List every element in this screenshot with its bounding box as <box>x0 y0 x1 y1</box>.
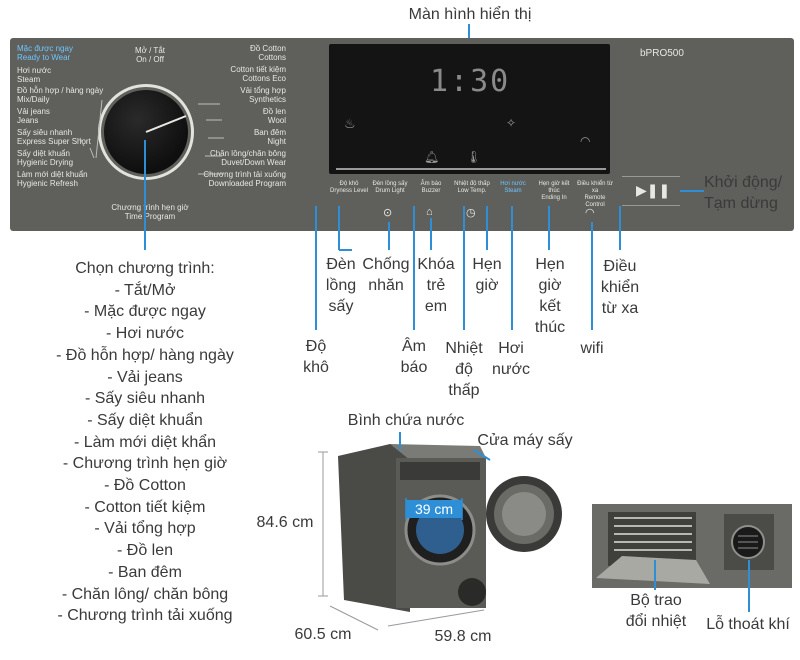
program-list-item: - Đồ hỗn hợp/ hàng ngày <box>56 346 234 364</box>
timer-icon: ◷ <box>466 207 476 219</box>
vent-label: Lỗ thoát khí <box>706 616 790 633</box>
callout-buzzer: Âm báo <box>400 338 428 376</box>
callout-child-lock: Khóa trẻ em <box>417 256 455 315</box>
door-width-label: 39 cm <box>414 501 454 517</box>
callout-dryness: Độ khô <box>303 338 329 376</box>
remote-wifi-icon: ◠ <box>585 207 595 219</box>
program-list-item: - Vải jeans <box>107 368 183 386</box>
display-time: 1:30 <box>430 64 511 99</box>
water-tank-label: Bình chứa nước <box>347 412 465 429</box>
program-list-item: - Chương trình hẹn giờ <box>62 455 228 473</box>
dial-indicator-lines <box>79 99 224 175</box>
play-pause-icon: ▶❚❚ <box>636 182 671 198</box>
brand-logo: bPRO500 <box>640 48 684 59</box>
callout-steam: Hơi nước <box>491 340 531 378</box>
callout-timer: Hẹn giờ <box>472 256 502 294</box>
program-list-item: - Đồ len <box>116 542 174 560</box>
dryness-clock-icon: ⊙ <box>383 207 393 219</box>
program-list-item: - Vải tổng hợp <box>94 520 196 538</box>
depth-label: 60.5 cm <box>294 626 352 643</box>
program-list-item: - Đồ Cotton <box>104 477 186 495</box>
callout-low-temp: Nhiệt độ thấp <box>445 340 483 399</box>
program-list-item: - Hơi nước <box>106 325 184 343</box>
start-pause-label: Khởi động/ Tạm dừng <box>704 174 783 212</box>
display-bell-icon: 🔔︎ <box>424 150 440 164</box>
program-list-item: - Tắt/Mở <box>114 281 176 299</box>
display-label: Màn hình hiển thị <box>408 6 532 23</box>
display-wifi-icon: ◠ <box>580 134 591 148</box>
program-list-item: - Ban đêm <box>108 563 182 581</box>
display-screen <box>329 44 610 174</box>
program-list: Chọn chương trình: - Tắt/Mở - Mặc được ng… <box>30 258 260 627</box>
callout-drum-light: Đèn lồng sấy <box>325 256 357 315</box>
program-list-title: Chọn chương trình: <box>75 260 215 277</box>
heat-exchanger-label: Bộ trao đổi nhiệt <box>625 592 687 630</box>
callout-anti-crease: Chống nhăn <box>362 256 410 294</box>
display-program-icon: ♨ <box>344 116 356 131</box>
display-dry-icon: ✧ <box>506 116 517 130</box>
dryer-door-label: Cửa máy sấy <box>477 432 573 449</box>
screen-progress-bar <box>336 168 606 170</box>
display-temp-icon: 🌡︎ <box>466 150 482 164</box>
height-label: 84.6 cm <box>256 514 314 531</box>
program-list-item: - Mặc được ngay <box>84 303 206 321</box>
program-list-item: - Chăn lông/ chăn bông <box>61 585 229 603</box>
program-list-item: - Sấy diệt khuẩn <box>87 411 203 429</box>
start-pause-button[interactable]: ▶❚❚ <box>622 176 680 206</box>
callout-wifi: wifi <box>580 340 604 357</box>
callout-ending-in: Hẹn giờ kết thúc <box>534 256 566 336</box>
program-list-item: - Cotton tiết kiệm <box>84 498 206 516</box>
child-lock-icon: ⌂ <box>426 206 433 218</box>
program-list-item: - Sấy siêu nhanh <box>84 390 206 408</box>
width-label: 59.8 cm <box>434 628 492 645</box>
heat-exchanger-photo <box>592 504 792 588</box>
callout-remote-control: Điều khiển từ xa <box>600 258 640 317</box>
program-list-item: - Làm mới diệt khẩn <box>73 433 217 451</box>
program-list-item: - Chương trình tải xuống <box>57 607 233 625</box>
